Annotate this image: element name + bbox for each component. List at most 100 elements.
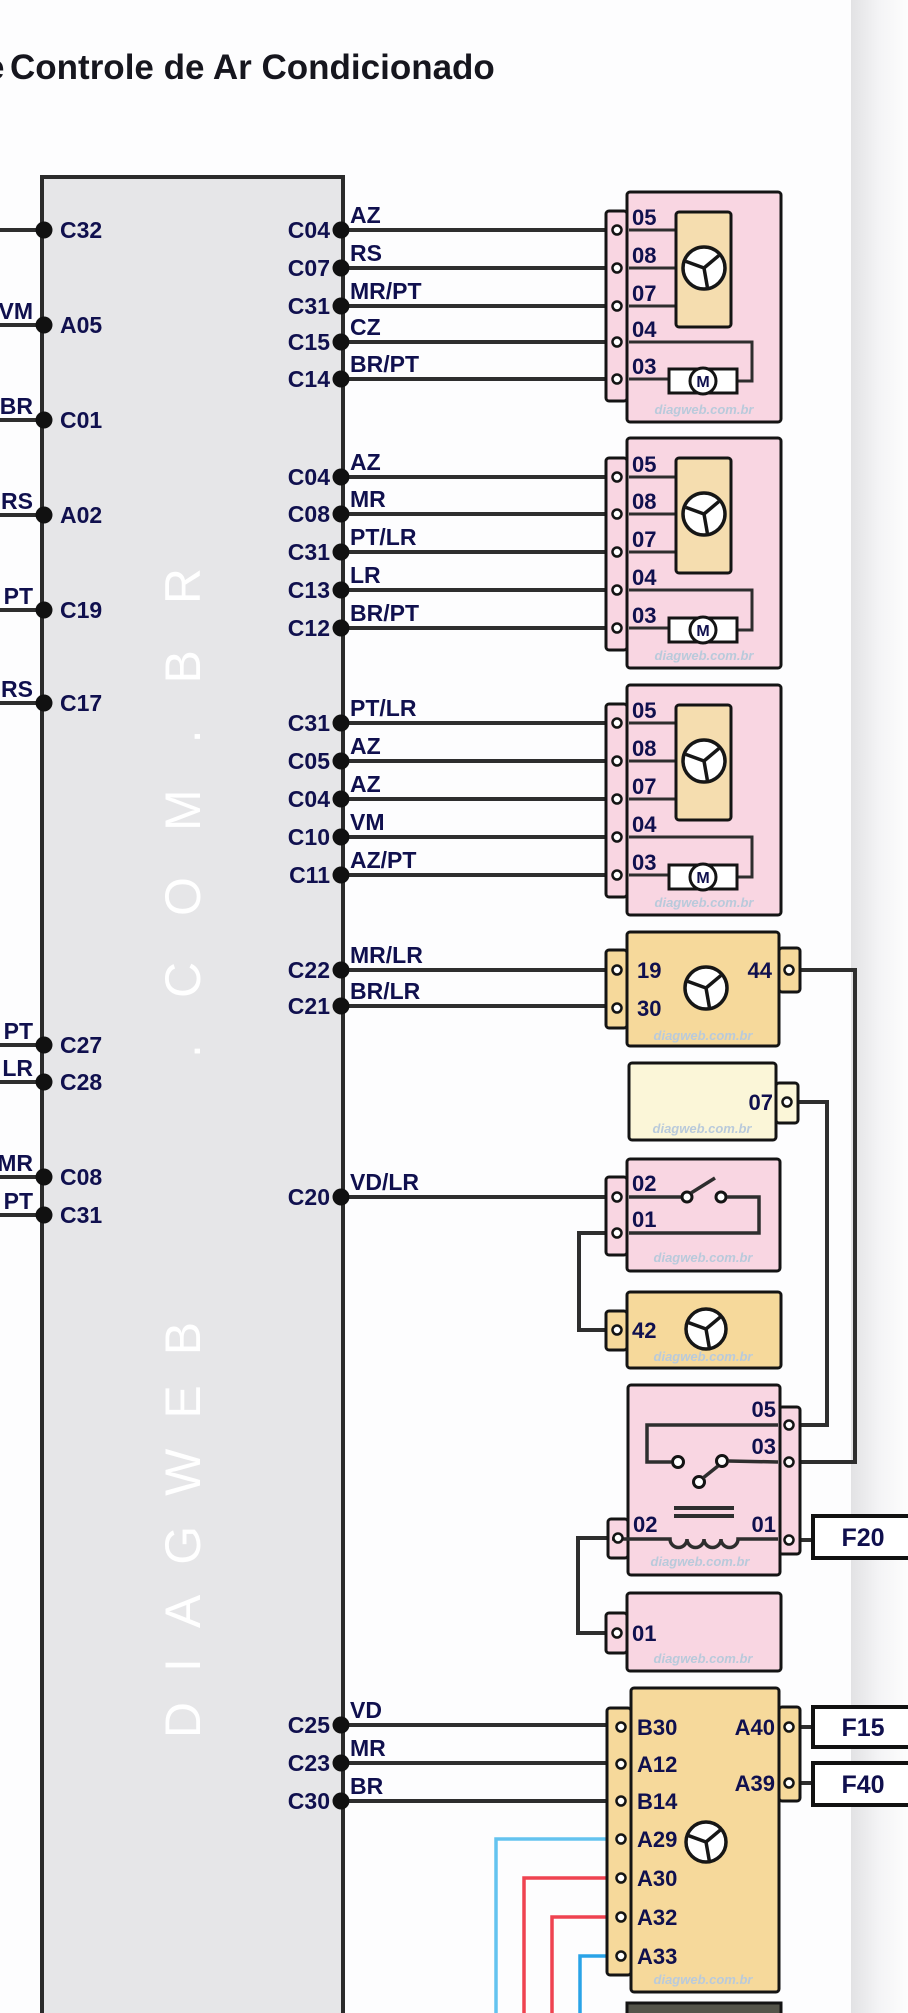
switch01-to-42-wire [577,1231,606,1332]
module-pin-label: C31 [60,1202,102,1228]
component-pin [611,471,623,483]
component-pin-label: 07 [632,774,656,799]
module-pin-dot [332,752,350,770]
box-watermark: diagweb.com.br [655,895,755,910]
component-pin-label: 30 [637,996,661,1021]
wire-color-label: MR [350,486,386,512]
fuse-box [811,1705,908,1749]
motor-symbol-label: M [696,623,709,640]
wire-color-label: AZ [350,449,381,475]
module-pin-label: C20 [288,1184,330,1210]
a32-wire-red [550,1915,611,2013]
module-pin-dot [35,1168,53,1186]
component-pin [611,717,623,729]
wire-color-label: PT [4,1018,33,1044]
a30-wire-red [522,1876,611,2013]
wire-color-label: PT [4,583,33,609]
internal-trace [727,1459,779,1464]
module-pin-dot [332,333,350,351]
internal-trace [629,835,754,879]
component-pin [615,1721,627,1733]
component-pin-label: 08 [632,489,656,514]
wire-color-label: RS [1,676,33,702]
module-pin-dot [35,316,53,334]
component-pin [611,1227,623,1239]
component-pin-label: 07 [749,1090,773,1115]
component-pin-label: 05 [752,1397,776,1422]
module-pin-label: C08 [288,501,330,527]
component-pin [615,1950,627,1962]
component-pin [611,622,623,634]
wire-color-label: PT [4,1188,33,1214]
module-pin-label: C30 [288,1788,330,1814]
motor-symbol-label: M [696,374,709,391]
component-pin [781,1096,793,1108]
component-pin [611,508,623,520]
module-pin-label: C11 [289,862,330,888]
module-pin-dot [35,694,53,712]
component-pin [611,1191,623,1203]
module-pin-label: A05 [60,312,102,338]
module-pin-label: C23 [288,1750,330,1776]
fan-blade [702,254,720,270]
module-pin-label: C08 [60,1164,102,1190]
fan-blade [688,1834,707,1844]
wire-color-label: BR [0,393,33,419]
a29-wire-cyan [494,1837,611,2013]
module-pin-label: C31 [288,293,330,319]
component-pin [611,300,623,312]
module-pin-dot [332,370,350,388]
module-pin-label: C21 [288,993,330,1019]
fan-blade [687,979,707,990]
terminal-unit [625,1591,783,1673]
component-pin-label: 04 [632,317,657,342]
component-pin [783,1777,795,1789]
component-pin [611,546,623,558]
box-watermark: diagweb.com.br [655,402,755,417]
wire-color-label: AZ [350,733,381,759]
module-pin-dot [332,997,350,1015]
module-pin-dot [332,961,350,979]
component-pin-label: A32 [637,1905,677,1930]
motor-symbol [688,366,718,396]
module-pin-dot [35,1206,53,1224]
conn07-to-relay05-wire [796,1100,829,1427]
component-pin [783,1456,795,1468]
module-pin-dot [35,411,53,429]
fan-blade [702,267,710,288]
component-pin-label: 03 [752,1434,776,1459]
component-pin-label: 42 [632,1318,656,1343]
box-watermark: diagweb.com.br [654,1028,754,1043]
title-fragment: e [0,48,4,88]
component-pin [783,1721,795,1733]
module-pin-label: C05 [288,748,330,774]
internal-trace [629,588,754,632]
module-pin-label: C31 [288,539,330,565]
wire-color-label: CZ [350,314,381,340]
component-pin [611,869,623,881]
component-pin-label: 03 [632,354,656,379]
page-title: Controle de Ar Condicionado [10,48,495,87]
module-pin-dot [332,619,350,637]
fan-blade [702,500,720,516]
switch-contact [714,1190,728,1204]
component-pin-label: 01 [752,1512,776,1537]
wire-color-label: LR [350,562,381,588]
fan-blade [704,1841,711,1861]
wire-color-label: PT/LR [350,695,417,721]
component-pin-label: A29 [637,1827,677,1852]
box-watermark: diagweb.com.br [651,1554,751,1569]
wire-color-label: VD/LR [350,1169,419,1195]
fuse-label: F15 [841,1714,884,1742]
component-pin-label: 08 [632,736,656,761]
module-pin-label: C12 [288,615,330,641]
module-pin-label: C10 [288,824,330,850]
fan-blade [704,1315,722,1331]
component-pin [611,1002,623,1014]
module-pin-label: C13 [288,577,330,603]
component-pin [611,336,623,348]
next-component-stub [625,2001,783,2013]
wire-color-label: MR [350,1735,386,1761]
component-pin [611,793,623,805]
